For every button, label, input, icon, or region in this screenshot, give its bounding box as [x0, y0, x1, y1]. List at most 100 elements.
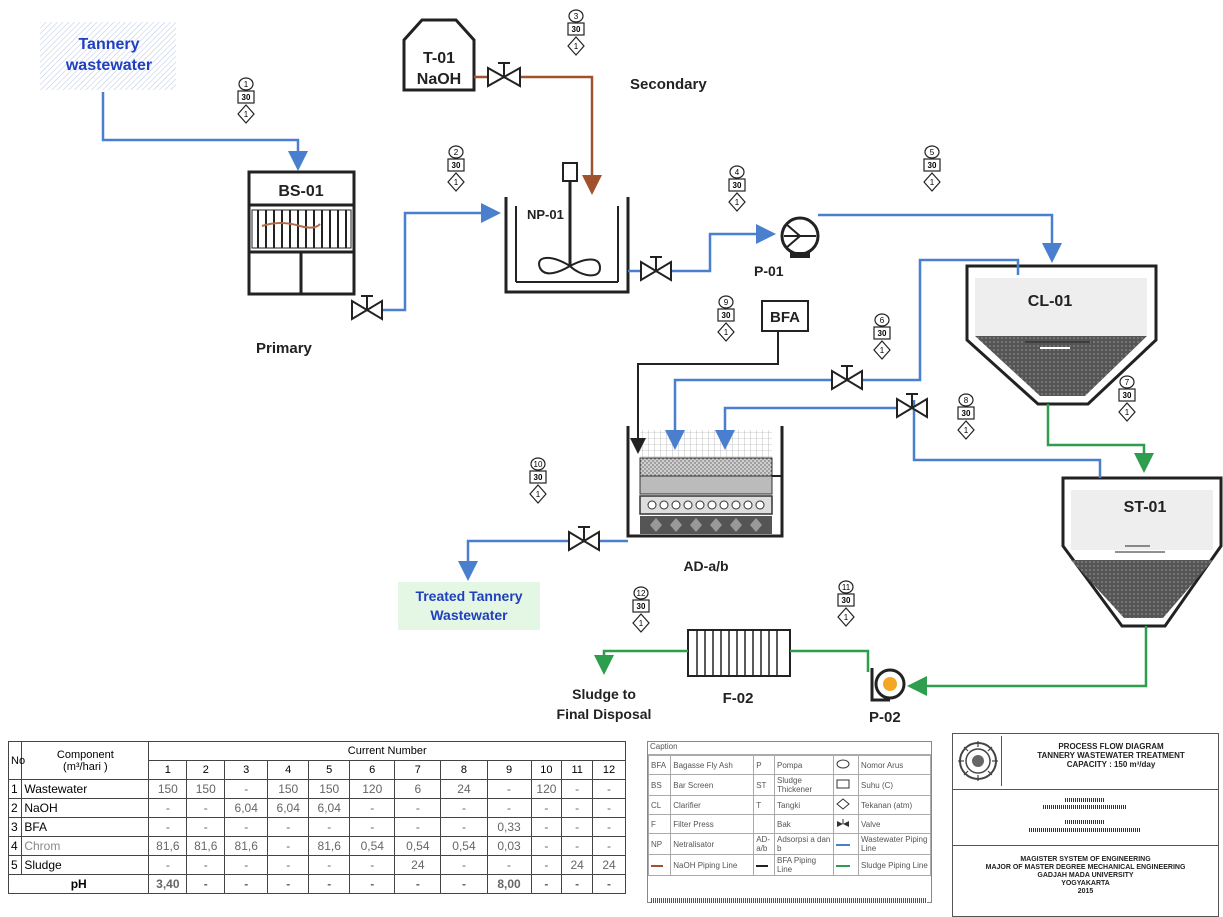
feed-wastewater-label: Tannery wastewater — [40, 22, 176, 90]
flow-value: - — [440, 798, 488, 818]
caption-cell: Netralisator — [670, 833, 755, 855]
stream-number: 3 — [574, 12, 579, 21]
valve-icon[interactable] — [831, 365, 863, 391]
flow-value: - — [267, 855, 310, 875]
filter-press-f02: F-02 — [687, 629, 791, 707]
caption-cell: T — [753, 795, 775, 815]
flow-value: - — [530, 836, 563, 856]
flow-value: - — [561, 798, 594, 818]
bfa-piping — [630, 331, 779, 454]
valve-icon[interactable] — [487, 62, 521, 88]
caption-cell: ST — [753, 774, 775, 796]
stream-pressure: 1 — [930, 178, 935, 187]
component-name: Sludge — [21, 855, 150, 875]
ph-value: - — [267, 874, 310, 894]
component-name: Chrom — [21, 836, 150, 856]
temperature-box — [923, 158, 941, 172]
flow-value: - — [592, 779, 626, 799]
row-number: 5 — [7, 855, 23, 875]
svg-text:P-01: P-01 — [754, 263, 784, 279]
stream-temperature: 30 — [1123, 391, 1132, 400]
pump-p01: P-01 — [754, 216, 820, 279]
caption-cell: AD-a/b — [753, 833, 775, 855]
caption-cell: Wastewater Piping Line — [858, 833, 931, 855]
flow-value: - — [186, 798, 226, 818]
svg-text:BS-01: BS-01 — [278, 183, 323, 200]
flow-value: 6,04 — [267, 798, 310, 818]
pressure-diamond — [567, 36, 585, 56]
stream-number-circle — [838, 580, 854, 594]
neutralizer-np01: NP-01 — [504, 162, 630, 294]
stream-pressure: 1 — [1125, 408, 1130, 417]
stream-pressure: 1 — [244, 110, 249, 119]
stream-temperature: 30 — [962, 409, 971, 418]
flow-value: 0,54 — [394, 836, 442, 856]
svg-text:CL-01: CL-01 — [1028, 293, 1073, 310]
stream-col-header: 7 — [394, 760, 442, 780]
caption-cell: Adsorpsi a dan b — [773, 833, 834, 855]
flow-value: - — [308, 817, 351, 837]
caption-cell: Clarifier — [670, 795, 755, 815]
pressure-diamond — [923, 172, 941, 192]
col-no: No — [7, 741, 25, 780]
flow-value: - — [561, 779, 594, 799]
caption-cell — [753, 814, 775, 834]
stream-pressure: 1 — [724, 328, 729, 337]
ph-value: - — [530, 874, 563, 894]
stream-pressure: 1 — [536, 490, 541, 499]
row-number: 4 — [7, 836, 23, 856]
flow-value: - — [530, 855, 563, 875]
stream-temperature: 30 — [572, 25, 581, 34]
section-label-secondary: Secondary — [630, 76, 707, 93]
svg-text:Sludge to: Sludge to — [572, 686, 636, 702]
stream-temperature: 30 — [637, 602, 646, 611]
col-current-number: Current Number — [148, 741, 626, 761]
stream-number-circle — [448, 145, 464, 159]
temperature-box — [237, 90, 255, 104]
stream-temperature: 30 — [842, 596, 851, 605]
stream-number: 12 — [637, 589, 646, 598]
svg-text:AD-a/b: AD-a/b — [683, 558, 728, 574]
pump-p02: P-02 — [869, 668, 906, 726]
ph-value: - — [592, 874, 626, 894]
valve-icon[interactable] — [640, 256, 672, 282]
stream-temperature: 30 — [928, 161, 937, 170]
flow-value: - — [530, 798, 563, 818]
flow-value: - — [394, 817, 442, 837]
drawing-title: PROCESS FLOW DIAGRAM TANNERY WASTEWATER … — [1037, 742, 1185, 769]
flow-value: - — [440, 817, 488, 837]
ph-value: 8,00 — [486, 874, 532, 894]
flow-value: 24 — [561, 855, 594, 875]
ph-value: - — [308, 874, 351, 894]
flow-value: 81,6 — [148, 836, 188, 856]
flow-value: - — [486, 855, 532, 875]
valve-icon[interactable] — [896, 393, 928, 419]
stream-number: 7 — [1125, 378, 1130, 387]
svg-text:T-01: T-01 — [423, 50, 455, 67]
caption-cell: Pompa — [773, 755, 834, 775]
bar-screen-bs01: BS-01 — [247, 170, 356, 296]
flow-value: - — [349, 798, 396, 818]
caption-cell: P — [753, 755, 775, 775]
pressure-diamond — [717, 322, 735, 342]
flow-value: 81,6 — [186, 836, 226, 856]
stream-number-circle — [633, 586, 649, 600]
valve-icon[interactable] — [351, 295, 383, 321]
valve-icon[interactable] — [568, 526, 600, 552]
svg-text:BFA: BFA — [770, 309, 800, 326]
caption-title: Caption — [648, 742, 931, 755]
flow-value: - — [186, 817, 226, 837]
flow-value: - — [224, 817, 269, 837]
stream-number-circle — [924, 145, 940, 159]
flow-value: 150 — [186, 779, 226, 799]
